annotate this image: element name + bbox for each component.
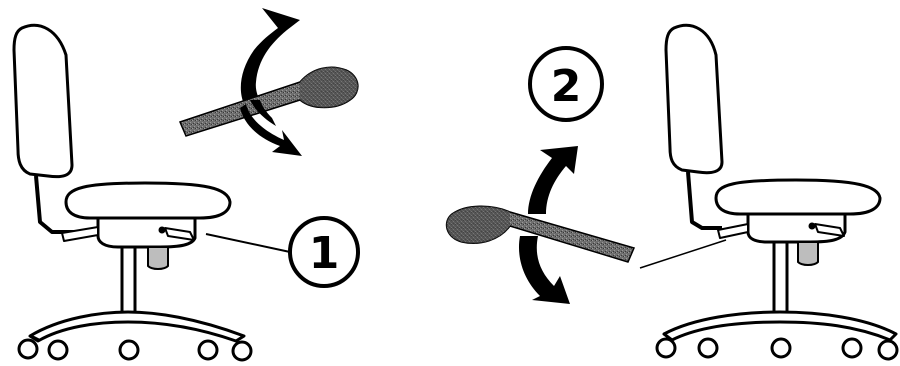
office-chair-icon xyxy=(657,25,897,359)
chair-cylinder-cover xyxy=(148,247,168,269)
chair-caster xyxy=(49,341,67,359)
callout-2: 2 xyxy=(530,48,602,120)
chair-caster xyxy=(699,339,717,357)
chair-backrest xyxy=(14,25,72,176)
leader-line-1 xyxy=(206,234,290,252)
chair-gas-cylinder xyxy=(122,247,135,317)
chair-seat xyxy=(66,183,230,218)
rotation-arrow-icon xyxy=(528,146,578,214)
chair-side-lever xyxy=(62,227,98,241)
chair-side-lever xyxy=(718,224,748,238)
callout-1-number: 1 xyxy=(309,228,340,279)
lever-left-illustration xyxy=(180,8,358,156)
chair-backrest xyxy=(666,25,722,172)
chair-caster xyxy=(879,341,897,359)
leader-line-2 xyxy=(640,240,726,268)
rotation-arrow-bottom xyxy=(519,236,570,304)
chair-base xyxy=(30,312,244,341)
chair-caster xyxy=(772,339,790,357)
callout-2-number: 2 xyxy=(551,61,582,112)
chair-seat xyxy=(716,180,880,214)
chair-right xyxy=(657,25,897,359)
office-chair-icon xyxy=(14,25,251,360)
chair-caster xyxy=(120,341,138,359)
lever-right-illustration xyxy=(447,146,634,304)
chair-caster xyxy=(657,339,675,357)
callout-1: 1 xyxy=(290,218,358,286)
chair-cylinder-cover xyxy=(798,242,818,265)
chair-caster xyxy=(233,342,251,360)
chair-caster xyxy=(19,340,37,358)
chair-base xyxy=(664,312,896,340)
chair-caster xyxy=(199,341,217,359)
chair-gas-cylinder xyxy=(774,242,787,314)
chair-caster xyxy=(843,339,861,357)
